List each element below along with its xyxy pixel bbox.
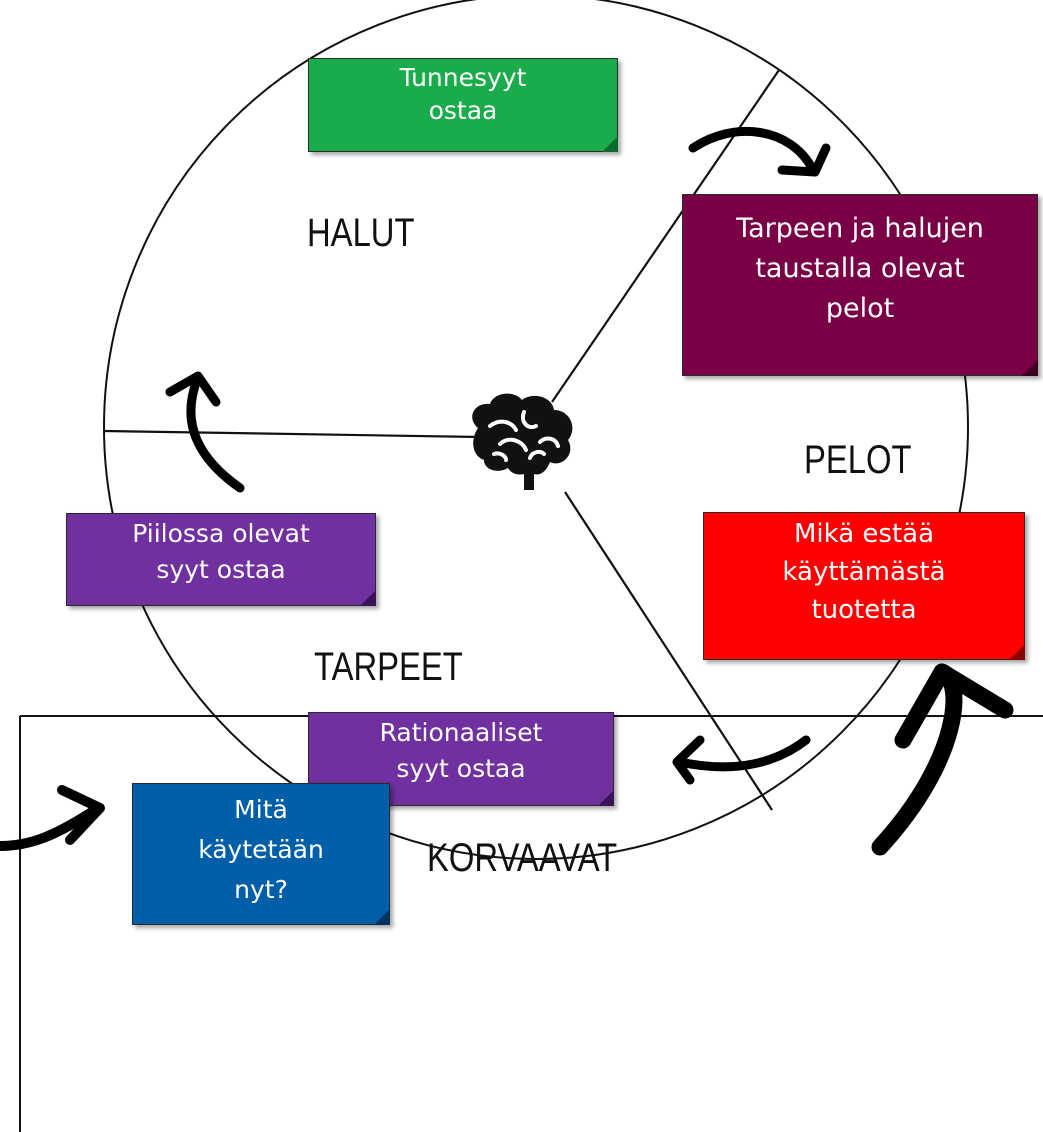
brain-icon bbox=[472, 393, 573, 490]
note-line: nyt? bbox=[234, 875, 288, 904]
arrow-piilossa-to-halut bbox=[165, 371, 245, 493]
cycle-circle bbox=[103, 0, 969, 860]
note-fold bbox=[1009, 644, 1025, 660]
note-line: Mitä bbox=[234, 795, 288, 824]
note-fold bbox=[1022, 360, 1038, 376]
note-line: ostaa bbox=[428, 96, 498, 125]
note-pelot: Tarpeen ja halujen taustalla olevat pelo… bbox=[682, 194, 1038, 376]
note-line: tuotetta bbox=[811, 595, 917, 625]
note-fold bbox=[602, 136, 618, 152]
note-tunnesyyt: Tunnesyyt ostaa bbox=[308, 58, 618, 152]
note-line: käyttämästä bbox=[782, 557, 946, 587]
arrow-korvaavat-to-esto bbox=[871, 663, 1014, 856]
note-line: Tunnesyyt bbox=[399, 63, 527, 92]
note-fold bbox=[360, 590, 376, 606]
section-label-pelot: PELOT bbox=[804, 438, 912, 482]
note-fold bbox=[598, 790, 614, 806]
note-esto: Mikä estää käyttämästä tuotetta bbox=[703, 512, 1025, 660]
note-line: Mikä estää bbox=[793, 519, 935, 549]
note-line: syyt ostaa bbox=[396, 754, 526, 783]
note-line: käytetään bbox=[198, 835, 324, 864]
section-label-korvaavat: KORVAAVAT bbox=[427, 836, 618, 880]
note-line: Piilossa olevat bbox=[132, 519, 310, 548]
divider-line-top-right bbox=[551, 69, 780, 403]
arrow-into-korvaavat bbox=[0, 785, 105, 851]
arrow-pelot-to-tarpeet bbox=[672, 735, 811, 785]
note-line: Rationaaliset bbox=[379, 718, 543, 747]
note-line: Tarpeen ja halujen bbox=[736, 213, 984, 244]
note-fold bbox=[374, 909, 390, 925]
section-label-tarpeet: TARPEET bbox=[314, 645, 463, 689]
note-line: pelot bbox=[825, 293, 895, 324]
divider-line-bottom-right bbox=[564, 491, 773, 811]
note-korvaavat: Mitä käytetään nyt? bbox=[132, 783, 390, 925]
section-label-halut: HALUT bbox=[307, 211, 415, 255]
divider-line-left bbox=[104, 429, 481, 439]
arrow-halut-to-pelot bbox=[688, 126, 831, 177]
note-line: taustalla olevat bbox=[755, 253, 965, 284]
note-piilossa: Piilossa olevat syyt ostaa bbox=[66, 513, 376, 606]
note-line: syyt ostaa bbox=[156, 555, 286, 584]
